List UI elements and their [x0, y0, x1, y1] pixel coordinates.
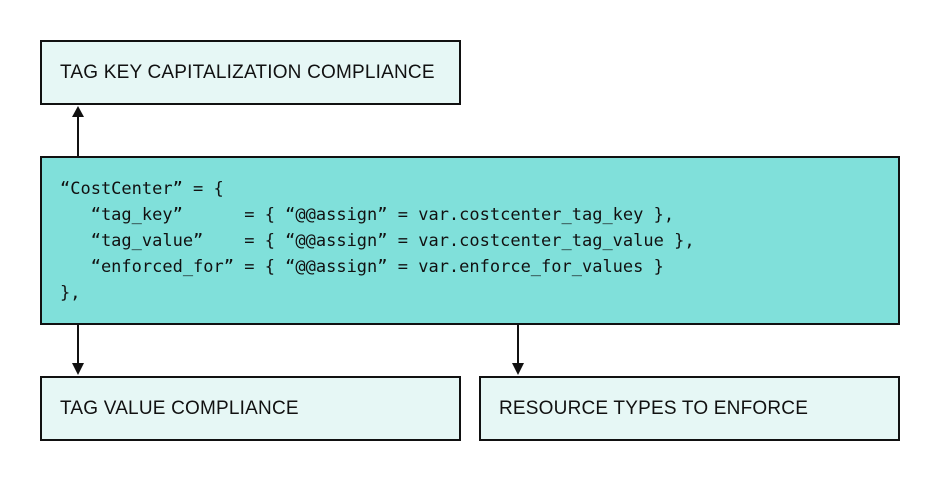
code-line: “tag_key” = { “@@assign” = var.costcente… [60, 204, 675, 225]
code-line: “tag_value” = { “@@assign” = var.costcen… [60, 230, 695, 251]
code-line: }, [60, 282, 81, 303]
costcenter-code-block: “CostCenter” = { “tag_key” = { “@@assign… [60, 176, 695, 306]
tag-value-compliance-box: TAG VALUE COMPLIANCE [40, 376, 461, 441]
code-line: “enforced_for” = { “@@assign” = var.enfo… [60, 256, 664, 277]
tag-value-compliance-label: TAG VALUE COMPLIANCE [60, 397, 299, 419]
arrowhead-up-icon [72, 106, 84, 117]
resource-types-label: RESOURCE TYPES TO ENFORCE [499, 397, 809, 419]
code-line: “CostCenter” = { [60, 178, 224, 199]
arrowhead-down-left-icon [72, 363, 84, 375]
resource-types-box: RESOURCE TYPES TO ENFORCE [479, 376, 900, 441]
tag-key-capitalization-box: TAG KEY CAPITALIZATION COMPLIANCE [40, 40, 461, 105]
costcenter-code-box: “CostCenter” = { “tag_key” = { “@@assign… [40, 156, 900, 325]
arrowhead-down-right-icon [512, 363, 524, 375]
tag-key-capitalization-label: TAG KEY CAPITALIZATION COMPLIANCE [60, 61, 435, 83]
